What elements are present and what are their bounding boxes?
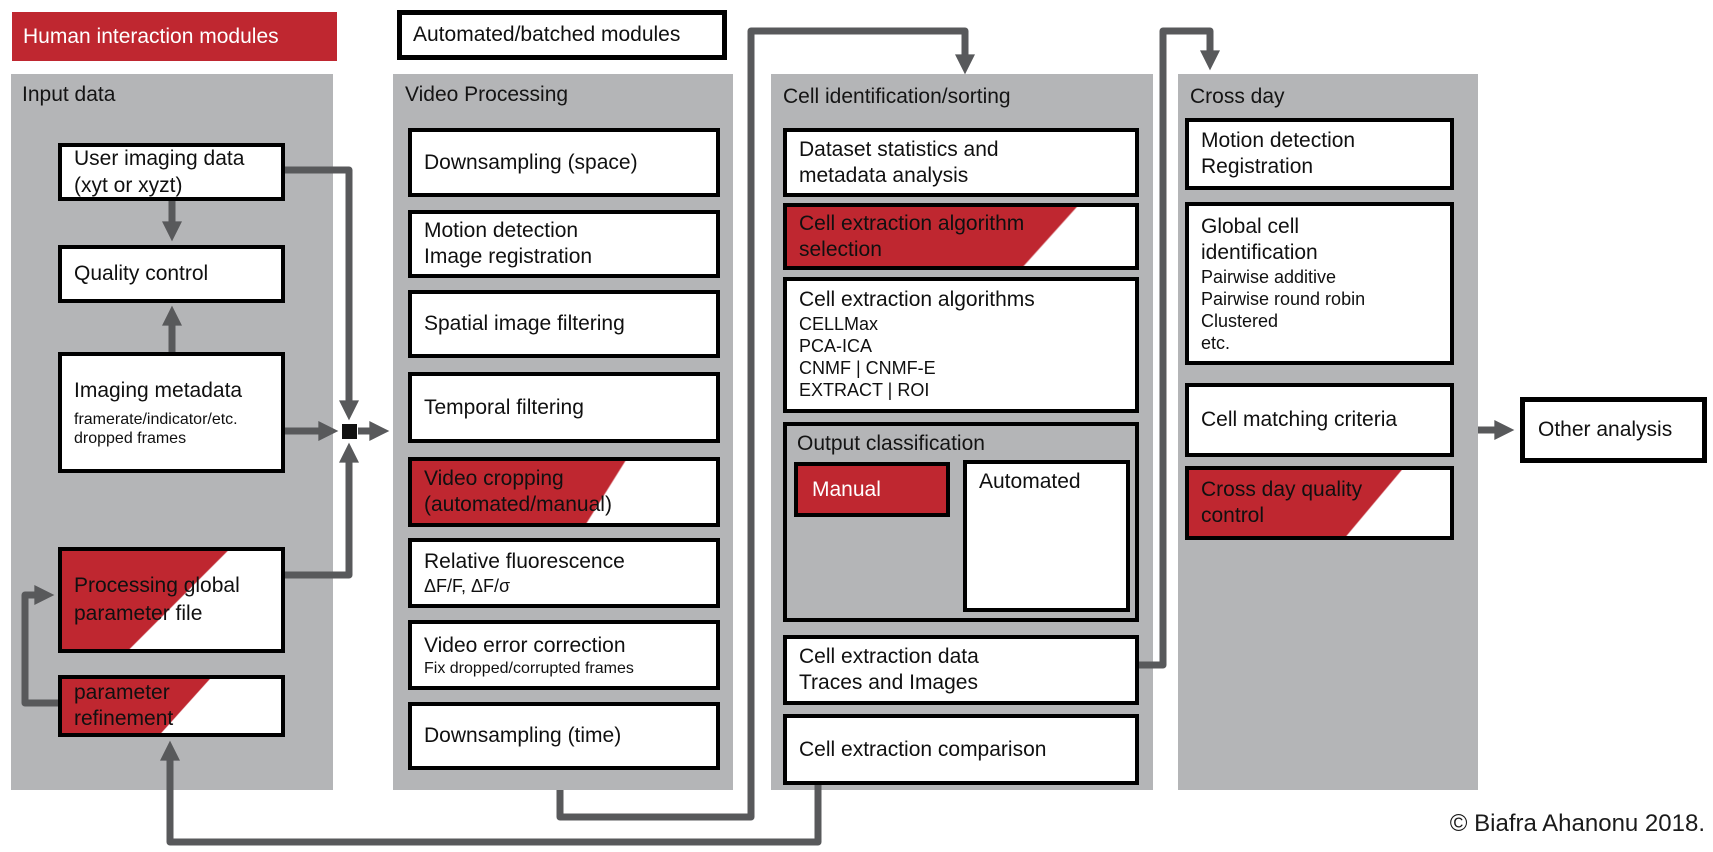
motion-detection-box: Motion detection Image registration bbox=[408, 210, 720, 278]
crossday-motion-line2: Registration bbox=[1201, 155, 1314, 178]
manual-label: Manual bbox=[812, 477, 881, 501]
algorithm-selection-line2: selection bbox=[799, 237, 882, 261]
algorithm-extract-roi: EXTRACT | ROI bbox=[799, 380, 930, 400]
dataset-statistics-line1: Dataset statistics and bbox=[799, 137, 999, 161]
other-analysis-label: Other analysis bbox=[1538, 418, 1673, 441]
algorithm-selection-line1: Cell extraction algorithm bbox=[799, 211, 1025, 235]
other-analysis-box: Other analysis bbox=[1520, 397, 1707, 463]
algorithm-pca-ica: PCA-ICA bbox=[799, 336, 873, 356]
processing-global-parameter-box: Processing global parameter file bbox=[58, 547, 285, 653]
imaging-metadata-box: Imaging metadata framerate/indicator/etc… bbox=[58, 352, 285, 473]
downsampling-space-label: Downsampling (space) bbox=[424, 150, 638, 174]
automated-label: Automated bbox=[979, 470, 1081, 493]
motion-detection-line1: Motion detection bbox=[424, 219, 579, 242]
clustered: Clustered bbox=[1201, 311, 1279, 331]
imaging-metadata-sub2: dropped frames bbox=[74, 429, 187, 447]
legend-automated-modules: Automated/batched modules bbox=[397, 10, 727, 60]
legend-automated-label: Automated/batched modules bbox=[413, 23, 681, 46]
spatial-filtering-label: Spatial image filtering bbox=[424, 312, 625, 335]
crossday-quality-line1: Cross day quality bbox=[1201, 478, 1363, 501]
header-cross-day: Cross day bbox=[1190, 85, 1285, 108]
manual-classification-box: Manual bbox=[794, 462, 950, 517]
downsampling-time-label: Downsampling (time) bbox=[424, 724, 622, 747]
algorithm-selection-box: Cell extraction algorithm selection bbox=[783, 203, 1139, 270]
parameter-refinement-line1: parameter bbox=[74, 681, 170, 704]
temporal-filtering-box: Temporal filtering bbox=[408, 372, 720, 443]
header-cell-identification: Cell identification/sorting bbox=[783, 85, 1011, 108]
crossday-quality-line2: control bbox=[1201, 504, 1265, 527]
processing-global-line1: Processing global bbox=[74, 574, 240, 597]
processing-global-line2: parameter file bbox=[74, 602, 203, 625]
pairwise-round-robin: Pairwise round robin bbox=[1201, 289, 1366, 309]
automated-classification-box: Automated bbox=[963, 460, 1130, 612]
extraction-algorithms-box: Cell extraction algorithms CELLMax PCA-I… bbox=[783, 277, 1139, 413]
header-video-processing: Video Processing bbox=[405, 83, 569, 106]
parameter-refinement-line2: refinement bbox=[74, 707, 174, 730]
user-imaging-line1: User imaging data bbox=[74, 147, 245, 170]
video-cropping-line2: (automated/manual) bbox=[424, 493, 612, 516]
extraction-comparison-label: Cell extraction comparison bbox=[799, 737, 1047, 761]
dataset-statistics-line2: metadata analysis bbox=[799, 163, 969, 187]
etc: etc. bbox=[1201, 333, 1231, 353]
video-error-correction-box: Video error correction Fix dropped/corru… bbox=[408, 620, 720, 690]
crossday-quality-control-box: Cross day quality control bbox=[1185, 466, 1454, 540]
motion-detection-line2: Image registration bbox=[424, 245, 593, 268]
cell-matching-criteria-label: Cell matching criteria bbox=[1201, 408, 1398, 431]
spatial-filtering-box: Spatial image filtering bbox=[408, 290, 720, 358]
global-cell-id-box: Global cell identification Pairwise addi… bbox=[1185, 202, 1454, 365]
header-input-data: Input data bbox=[22, 83, 116, 106]
downsampling-time-box: Downsampling (time) bbox=[408, 702, 720, 770]
temporal-filtering-label: Temporal filtering bbox=[424, 395, 584, 419]
pairwise-additive: Pairwise additive bbox=[1201, 267, 1337, 287]
user-imaging-line2: (xyt or xyzt) bbox=[74, 174, 183, 197]
cell-matching-criteria-box: Cell matching criteria bbox=[1185, 383, 1454, 457]
junction-node bbox=[342, 424, 357, 439]
output-classification-title: Output classification bbox=[797, 432, 985, 455]
relative-fluorescence-box: Relative fluorescence ΔF/F, ΔF/σ bbox=[408, 538, 720, 608]
video-cropping-line1: Video cropping bbox=[424, 467, 564, 490]
error-correction-sub: Fix dropped/corrupted frames bbox=[424, 659, 634, 677]
parameter-refinement-box: parameter refinement bbox=[58, 675, 285, 737]
quality-control-label: Quality control bbox=[74, 262, 209, 285]
copyright-notice: © Biafra Ahanonu 2018. bbox=[1449, 810, 1705, 837]
extraction-data-box: Cell extraction data Traces and Images bbox=[783, 635, 1139, 705]
quality-control-box: Quality control bbox=[58, 245, 285, 303]
error-correction-line1: Video error correction bbox=[424, 633, 626, 657]
algorithm-cnmf: CNMF | CNMF-E bbox=[799, 358, 936, 378]
crossday-motion-box: Motion detection Registration bbox=[1185, 118, 1454, 190]
dataset-statistics-box: Dataset statistics and metadata analysis bbox=[783, 128, 1139, 197]
relative-fluorescence-formula: ΔF/F, ΔF/σ bbox=[424, 576, 511, 596]
relative-fluorescence-line1: Relative fluorescence bbox=[424, 550, 625, 573]
imaging-metadata-sub1: framerate/indicator/etc. bbox=[74, 410, 238, 428]
extraction-algorithms-title: Cell extraction algorithms bbox=[799, 288, 1035, 311]
crossday-motion-line1: Motion detection bbox=[1201, 129, 1356, 152]
extraction-data-line1: Cell extraction data bbox=[799, 645, 979, 668]
imaging-metadata-title: Imaging metadata bbox=[74, 378, 243, 402]
algorithm-cellmax: CELLMax bbox=[799, 314, 879, 334]
legend-human-label: Human interaction modules bbox=[23, 24, 279, 48]
user-imaging-data-box: User imaging data (xyt or xyzt) bbox=[58, 143, 285, 201]
legend-human-interaction-modules: Human interaction modules bbox=[12, 12, 337, 61]
extraction-data-line2: Traces and Images bbox=[799, 671, 978, 694]
global-cell-id-line1: Global cell bbox=[1201, 215, 1300, 238]
global-cell-id-line2: identification bbox=[1201, 241, 1318, 264]
extraction-comparison-box: Cell extraction comparison bbox=[783, 714, 1139, 785]
video-cropping-box: Video cropping (automated/manual) bbox=[408, 457, 720, 527]
downsampling-space-box: Downsampling (space) bbox=[408, 128, 720, 197]
